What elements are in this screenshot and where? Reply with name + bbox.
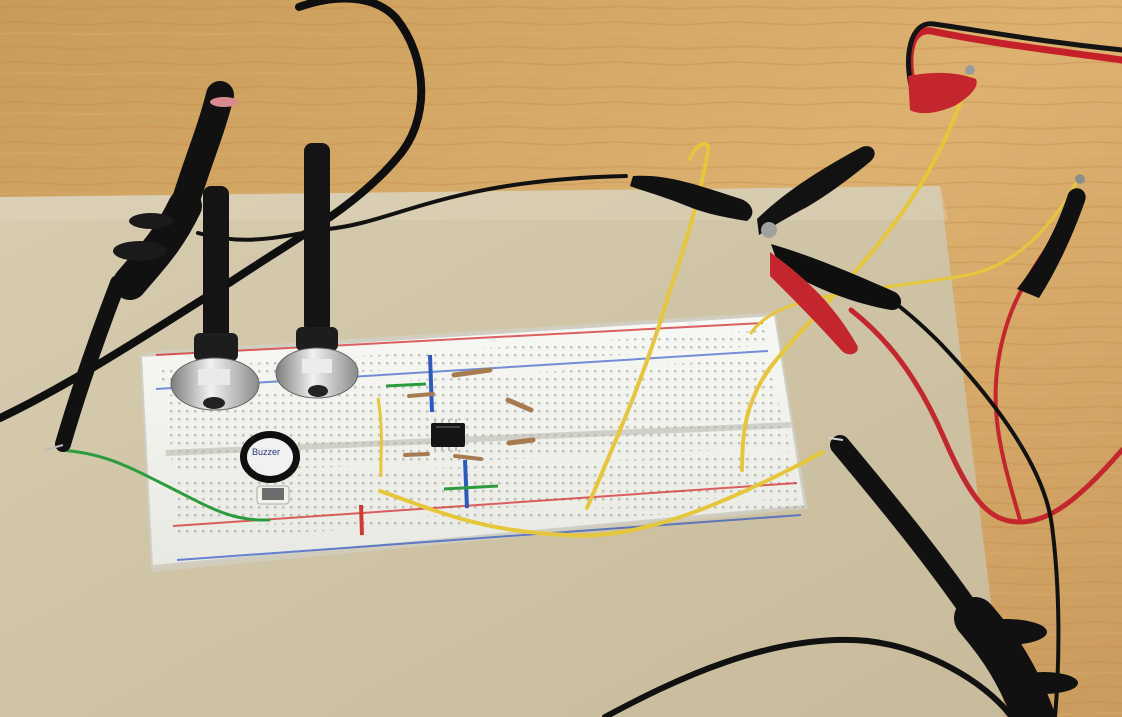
red-jumper [359,504,364,536]
black-power-lead [906,21,1122,100]
alligator-clips [630,65,1086,355]
yellow-wire-left [376,397,383,478]
potentiometer-left [170,186,260,411]
blue-jumper-2 [463,459,469,509]
black-ground-lead [857,277,1061,717]
buzzer: Buzzer [240,431,300,505]
blue-jumper-1 [428,354,434,413]
yellow-wire-bottom [378,450,825,538]
scope-lead-black [196,174,628,242]
green-jumper-top [385,382,427,388]
oscilloscope-probe-left [44,81,238,452]
green-jumper-bottom [443,484,499,491]
yellow-wire-far-right [749,172,1083,335]
yellow-wire-right [740,68,973,472]
yellow-wire-tall [585,142,711,510]
buzzer-sticker: Buzzer [252,447,280,457]
oscilloscope-probe-right [828,435,1078,717]
red-probe-lead [848,307,1122,525]
probe-cable-bottom [602,636,1015,717]
probe-cable-top [0,0,426,422]
ic-chip [431,419,465,451]
potentiometer-right [275,143,359,399]
resistors [403,367,536,461]
green-wire [58,448,271,522]
